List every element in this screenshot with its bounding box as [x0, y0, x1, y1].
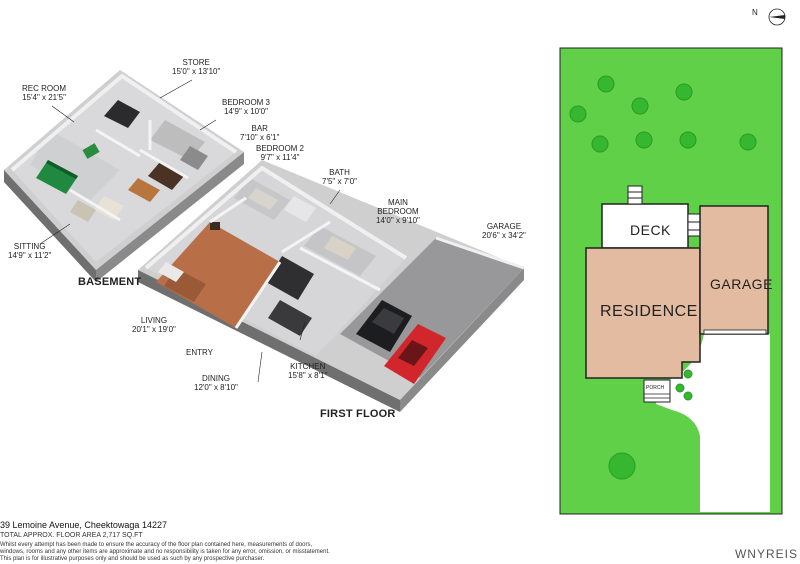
north-compass: N: [752, 6, 788, 28]
label-bedroom3: BEDROOM 3 14'9" x 10'0": [222, 98, 270, 116]
label-bar: BAR 7'10" x 6'1": [240, 124, 279, 142]
garage-outline: [699, 205, 769, 335]
porch-label: PORCH: [646, 385, 665, 391]
main-bedroom-name2: BEDROOM: [377, 207, 419, 216]
kitchen-dim: 15'8" x 8'1": [288, 371, 328, 380]
address: 39 Lemoine Avenue, Cheektowaga 14227: [0, 520, 167, 530]
shrub-icons: [675, 369, 693, 401]
label-living: LIVING 20'1" x 19'0": [132, 316, 176, 334]
compass-icon: [768, 8, 786, 26]
disclaimer-line-1: Whilst every attempt has been made to en…: [0, 542, 313, 548]
label-sitting: SITTING 14'9" x 11'2": [8, 242, 51, 260]
total-area: TOTAL APPROX. FLOOR AREA 2,717 SQ.FT: [0, 532, 143, 539]
driveway: [656, 334, 770, 512]
first-floor-title: FIRST FLOOR: [320, 408, 396, 420]
label-main-bedroom: MAIN BEDROOM 14'0" x 9'10": [376, 198, 420, 225]
garage-dim: 20'6" x 34'2": [482, 231, 526, 240]
floor-plan-illustration: [4, 70, 525, 412]
main-bedroom-name: MAIN: [387, 198, 408, 207]
dining-dim: 12'0" x 8'10": [194, 383, 238, 392]
bar-dim: 7'10" x 6'1": [240, 133, 280, 142]
site-plan: [559, 47, 783, 515]
basement-title: BASEMENT: [78, 276, 142, 288]
sitting-name: SITTING: [13, 242, 46, 251]
bedroom3-name: BEDROOM 3: [222, 98, 271, 107]
tree-icons: [569, 75, 757, 480]
label-bedroom2: BEDROOM 2 9'7" x 11'4": [256, 144, 304, 162]
garage-site-label: GARAGE: [710, 276, 773, 292]
rec-room-dim: 15'4" x 21'5": [22, 93, 66, 102]
watermark: WNYREIS: [734, 547, 798, 561]
garage-name: GARAGE: [486, 222, 522, 231]
label-store: STORE 15'0" x 13'10": [172, 58, 220, 76]
label-dining: DINING 12'0" x 8'10": [194, 374, 238, 392]
basement-plan: [4, 70, 244, 282]
disclaimer-line-2: windows, rooms and any other items are a…: [0, 549, 330, 555]
store-name: STORE: [182, 58, 210, 67]
disclaimer-line-3: This plan is for illustrative purposes o…: [0, 556, 265, 562]
bedroom2-name: BEDROOM 2: [256, 144, 305, 153]
label-entry: ENTRY: [186, 348, 213, 357]
label-rec-room: REC ROOM 15'4" x 21'5": [22, 84, 66, 102]
entry-name: ENTRY: [186, 348, 213, 357]
store-dim: 15'0" x 13'10": [172, 67, 221, 76]
dining-name: DINING: [201, 374, 230, 383]
rec-room-name: REC ROOM: [22, 84, 66, 93]
deck-label: DECK: [630, 222, 671, 238]
living-dim: 20'1" x 19'0": [132, 325, 176, 334]
label-kitchen: KITCHEN 15'8" x 8'1": [288, 362, 327, 380]
north-letter: N: [752, 8, 758, 17]
label-garage: GARAGE 20'6" x 34'2": [482, 222, 526, 240]
porch-outline: [643, 379, 671, 403]
residence-label: RESIDENCE: [600, 303, 698, 320]
deck-stairs: [627, 185, 703, 237]
deck-outline: [601, 203, 689, 249]
main-bedroom-dim: 14'0" x 9'10": [376, 216, 420, 225]
living-name: LIVING: [140, 316, 168, 325]
label-bath: BATH 7'5" x 7'0": [322, 168, 357, 186]
bedroom3-dim: 14'9" x 10'0": [224, 107, 268, 116]
bedroom2-dim: 9'7" x 11'4": [260, 153, 300, 162]
bath-name: BATH: [329, 168, 350, 177]
kitchen-name: KITCHEN: [290, 362, 326, 371]
bath-dim: 7'5" x 7'0": [322, 177, 357, 186]
first-floor-plan: [138, 160, 525, 412]
bar-name: BAR: [251, 124, 268, 133]
sitting-dim: 14'9" x 11'2": [8, 251, 52, 260]
